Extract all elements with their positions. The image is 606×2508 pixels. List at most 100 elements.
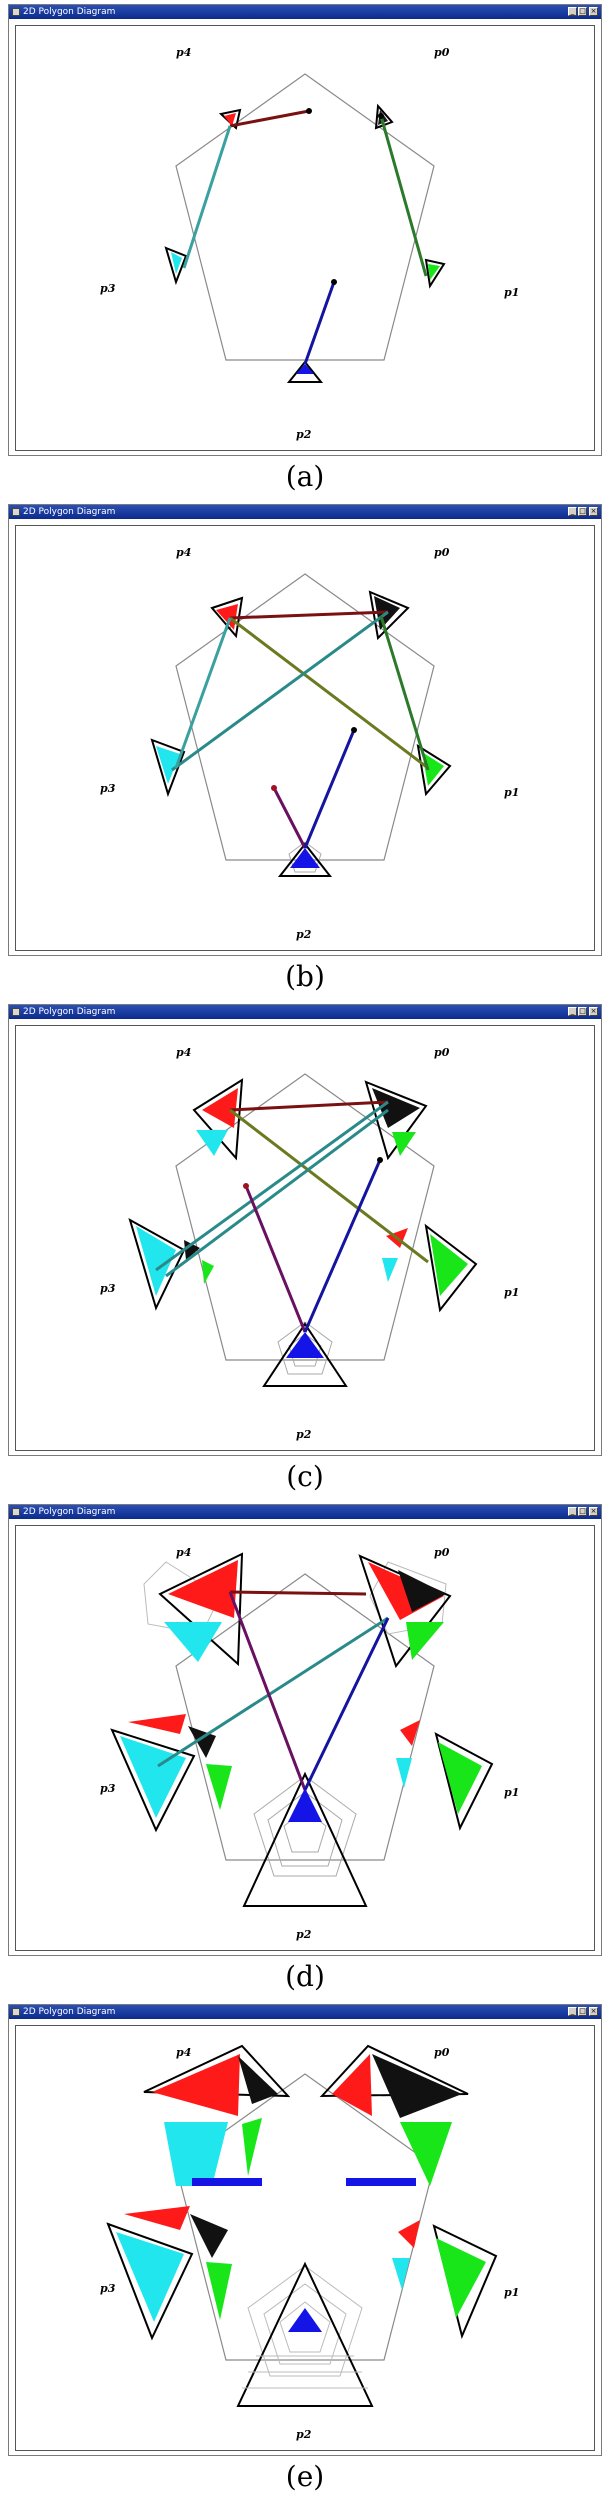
vertex-label-p2: p2 — [296, 2428, 312, 2441]
arrow-p2-b — [303, 1159, 382, 1333]
arrow-p4-p1 — [229, 1108, 429, 1264]
arrow-p4-p3 — [174, 617, 232, 769]
vertex-label-p1: p1 — [504, 786, 519, 799]
title-bar[interactable]: 2D Polygon Diagram _ □ × — [9, 2005, 601, 2019]
concentric-pentagon-2 — [263, 2283, 347, 2365]
figure-caption: (d) — [285, 1960, 325, 1993]
window-title: 2D Polygon Diagram — [23, 1007, 116, 1017]
glyph-p3 — [164, 246, 188, 286]
figure-caption: (a) — [285, 460, 325, 493]
concentric-pentagon-2 — [267, 1791, 343, 1867]
glyph-p0-fill — [332, 2054, 372, 2116]
glyph-p2 — [277, 842, 333, 877]
glyph-p3 — [110, 1728, 196, 1833]
concentric-pentagon-3 — [283, 1809, 327, 1853]
glyph-p4-fill-green — [242, 2118, 262, 2176]
arrow-p4-p0 — [229, 1590, 367, 1596]
glyph-p0-fill-2 — [398, 1570, 446, 1612]
glyph-p3-fill-3 — [202, 1260, 214, 1284]
glyph-p1 — [416, 743, 452, 797]
app-icon[interactable] — [12, 2008, 20, 2016]
maximize-button[interactable]: □ — [578, 1507, 587, 1516]
arrow-head-p2 — [331, 279, 337, 285]
app-window: 2D Polygon Diagram _ □ × p4 p0 p1 p3 p2 — [8, 504, 602, 956]
maximize-button[interactable]: □ — [578, 2007, 587, 2016]
minimize-button[interactable]: _ — [568, 7, 577, 16]
maximize-button[interactable]: □ — [578, 7, 587, 16]
maximize-button[interactable]: □ — [578, 1007, 587, 1016]
minimize-button[interactable]: _ — [568, 1507, 577, 1516]
glyph-p3-fill-green — [206, 2262, 232, 2320]
close-button[interactable]: × — [589, 1507, 598, 1516]
title-bar[interactable]: 2D Polygon Diagram _ □ × — [9, 505, 601, 519]
close-button[interactable]: × — [589, 2007, 598, 2016]
arrow-p0-p3 — [155, 1100, 389, 1272]
glyph-p3-fill — [120, 1736, 186, 1818]
vertex-label-p4: p4 — [176, 1546, 191, 1559]
glyph-p0-fill-green — [400, 2122, 452, 2186]
vertex-label-p0: p0 — [434, 1546, 450, 1559]
app-icon[interactable] — [12, 508, 20, 516]
concentric-pentagon-3 — [279, 2301, 331, 2353]
arrow-p4-p0 — [229, 1100, 389, 1112]
vertex-label-p2: p2 — [296, 1428, 312, 1441]
arrow-head-p2-a — [243, 1183, 249, 1189]
polygon-diagram: p4 p0 p1 p3 p2 — [100, 46, 519, 441]
app-window: 2D Polygon Diagram _ □ × p4 p0 p1 p3 p2 — [8, 4, 602, 456]
title-bar[interactable]: 2D Polygon Diagram _ □ × — [9, 5, 601, 19]
glyph-p1 — [424, 258, 446, 289]
minimize-button[interactable]: _ — [568, 1007, 577, 1016]
glyph-p3 — [128, 1217, 186, 1311]
vertex-label-p1: p1 — [504, 1286, 519, 1299]
glyph-p2-fill — [296, 364, 314, 374]
glyph-p3-fill-2 — [128, 1714, 186, 1734]
arrow-p0-p3 — [171, 610, 389, 772]
minimize-button[interactable]: _ — [568, 507, 577, 516]
glyph-p2-fill — [288, 2308, 322, 2332]
close-button[interactable]: × — [589, 507, 598, 516]
glyph-p2 — [236, 2261, 374, 2407]
close-button[interactable]: × — [589, 1007, 598, 1016]
glyph-p2 — [286, 360, 324, 383]
glyph-p4-fill-blue-0 — [346, 2178, 416, 2186]
arrow-head-p2-a — [271, 785, 277, 791]
arrow-p2-b — [303, 1617, 390, 1791]
glyph-p2-fill — [290, 848, 320, 868]
minimize-button[interactable]: _ — [568, 2007, 577, 2016]
close-button[interactable]: × — [589, 7, 598, 16]
glyph-p2-fill — [286, 1332, 324, 1358]
polygon-diagram: p4 p0 p1 p3 p2 — [100, 546, 519, 941]
title-bar[interactable]: 2D Polygon Diagram _ □ × — [9, 1005, 601, 1019]
glyph-p3 — [106, 2222, 194, 2341]
arrow-p2 — [303, 281, 336, 365]
vertex-label-p3: p3 — [100, 2282, 116, 2295]
arrow-p2-a — [272, 787, 307, 849]
glyph-p0-fill-3 — [406, 1622, 444, 1660]
arrow-head-p4 — [306, 108, 312, 114]
vertex-label-p3: p3 — [100, 1782, 116, 1795]
app-icon[interactable] — [12, 1508, 20, 1516]
glyph-p4-fill — [202, 1088, 238, 1128]
glyph-p3-fill — [116, 2232, 184, 2322]
app-icon[interactable] — [12, 8, 20, 16]
vertex-label-p3: p3 — [100, 282, 116, 295]
vertex-label-p3: p3 — [100, 782, 116, 795]
glyph-p3-fill — [136, 1226, 176, 1296]
glyph-p4-fill-cyan — [164, 2122, 228, 2186]
glyph-p1-fill-3 — [396, 1758, 412, 1788]
title-bar[interactable]: 2D Polygon Diagram _ □ × — [9, 1505, 601, 1519]
glyph-p3-fill-4 — [206, 1764, 232, 1810]
diagram-canvas: p4 p0 p1 p3 p2 — [15, 1025, 595, 1451]
app-window: 2D Polygon Diagram _ □ × p4 p0 p1 p3 p2 — [8, 2004, 602, 2456]
glyph-p2 — [262, 1322, 348, 1387]
app-window: 2D Polygon Diagram _ □ × p4 p0 p1 p3 p2 — [8, 1004, 602, 1456]
pentagon-outline — [175, 573, 435, 861]
vertex-label-p4: p4 — [176, 546, 191, 559]
app-icon[interactable] — [12, 1008, 20, 1016]
window-title: 2D Polygon Diagram — [23, 1507, 116, 1517]
diagram-canvas: p4 p0 p1 p3 p2 — [15, 25, 595, 451]
glyph-p0-fill-2 — [392, 1132, 416, 1156]
maximize-button[interactable]: □ — [578, 507, 587, 516]
glyph-p4-fill — [224, 113, 236, 126]
glyph-p2-fill — [288, 1788, 322, 1822]
